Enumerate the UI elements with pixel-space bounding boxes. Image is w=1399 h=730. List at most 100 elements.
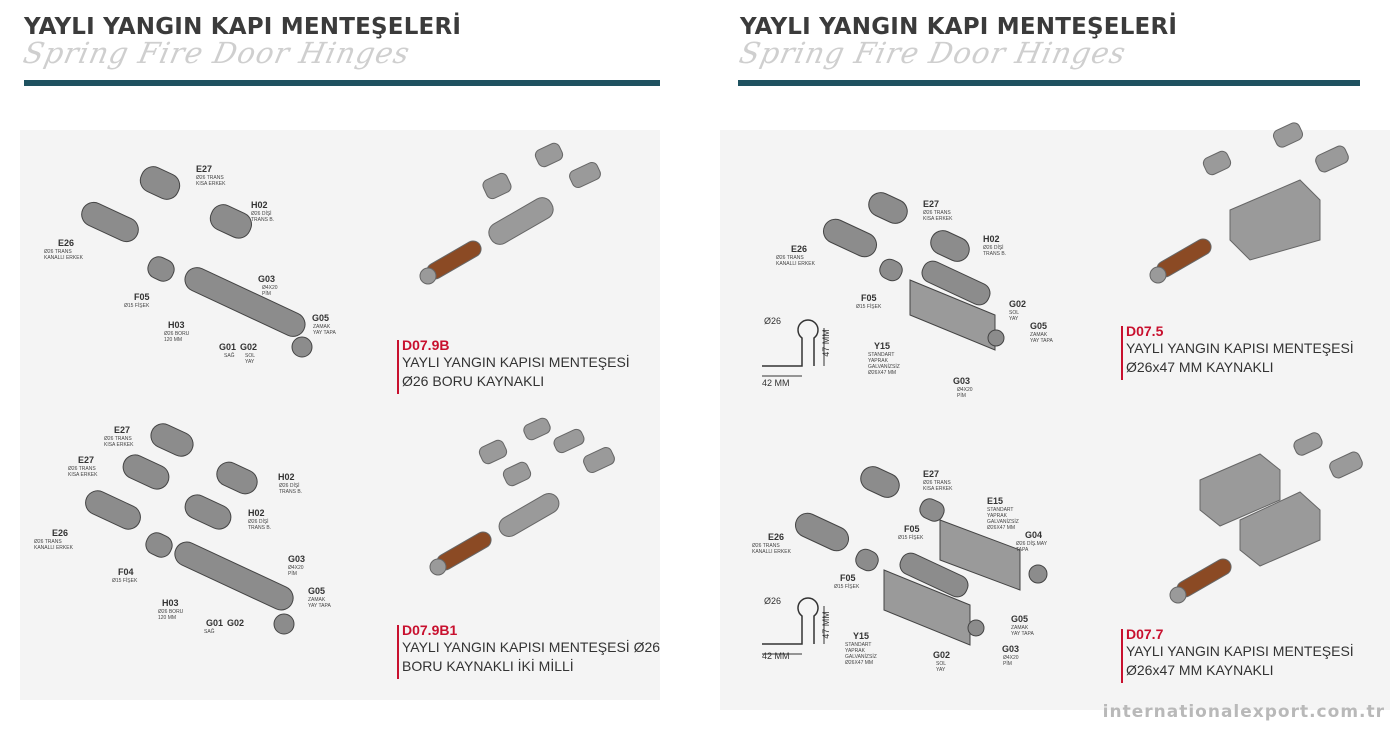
part-sub-e26-2: Ø26 TRANS KANALLI ERKEK bbox=[34, 539, 73, 551]
product-d079b1: D07.9B1 YAYLI YANGIN KAPISI MENTEŞESİ Ø2… bbox=[397, 622, 661, 679]
part-sub-e26-r2: Ø26 TRANS KANALLI ERKEK bbox=[752, 543, 791, 555]
part-label-h02-r1: H02 bbox=[983, 234, 1000, 244]
exploded-diagram-d075 bbox=[822, 192, 1005, 351]
part-sub-g05: ZAMAK YAY TAPA bbox=[313, 324, 336, 336]
part-sub-g03-r2: Ø4X20 PİM bbox=[1003, 655, 1019, 667]
right-page: YAYLI YANGIN KAPI MENTEŞELERİ Spring Fir… bbox=[700, 0, 1399, 730]
part-sub-h03-2: Ø26 BORU 120 MM bbox=[158, 609, 184, 621]
part-sub-g01: SAĞ bbox=[224, 353, 235, 359]
dimension-sketch-1 bbox=[762, 319, 825, 377]
part-label-y15-r2: Y15 bbox=[853, 631, 870, 641]
part-sub-g02-r1: SOL YAY bbox=[1009, 310, 1020, 322]
part-label-f05: F05 bbox=[134, 292, 150, 302]
part-sub-y15-r1: STANDART YAPRAK GALVANİZSİZ Ø26X47 MM bbox=[868, 352, 900, 376]
dim-height-2: 47 MM bbox=[820, 611, 831, 639]
product-code: D07.9B bbox=[402, 337, 450, 353]
part-label-e27-r1: E27 bbox=[923, 199, 940, 209]
part-sub-e27-3: Ø26 TRANS KISA ERKEK bbox=[68, 466, 98, 478]
part-sub-g01-2: SAĞ bbox=[204, 629, 215, 635]
header-rule bbox=[24, 80, 660, 86]
part-sub-g05-r2: ZAMAK YAY TAPA bbox=[1011, 625, 1034, 637]
product-d075: D07.5 YAYLI YANGIN KAPISI MENTEŞESİ Ø26x… bbox=[1121, 323, 1354, 380]
product-code: D07.5 bbox=[1126, 323, 1164, 339]
left-page: YAYLI YANGIN KAPI MENTEŞELERİ Spring Fir… bbox=[0, 0, 699, 730]
dim-height: 47 MM bbox=[820, 329, 831, 357]
part-sub-g02-r2: SOL YAY bbox=[936, 661, 947, 673]
part-sub-e27-r1: Ø26 TRANS KISA ERKEK bbox=[923, 210, 953, 222]
part-sub-g02: SOL YAY bbox=[245, 353, 256, 365]
part-sub-g05-r1: ZAMAK YAY TAPA bbox=[1030, 332, 1053, 344]
product-photo-d077 bbox=[1169, 432, 1363, 604]
product-code: D07.9B1 bbox=[402, 622, 458, 638]
part-label-g01-2: G01 bbox=[206, 618, 224, 628]
part-label-f05-r2b: F05 bbox=[840, 573, 856, 583]
part-label-g01: G01 bbox=[219, 342, 237, 352]
part-label-e15-r2: E15 bbox=[987, 496, 1004, 506]
part-sub-h02-3: Ø26 DİŞİ TRANS B. bbox=[248, 519, 272, 531]
accent-bar bbox=[397, 340, 399, 394]
part-sub-g03-r1: Ø4X20 PİM bbox=[957, 387, 973, 399]
page-subtitle: Spring Fire Door Hinges bbox=[736, 36, 1130, 70]
part-label-g05-r1: G05 bbox=[1030, 321, 1048, 331]
product-description: YAYLI YANGIN KAPISI MENTEŞESİ Ø26x47 MM … bbox=[1126, 340, 1354, 375]
part-label-g04-r2: G04 bbox=[1025, 530, 1043, 540]
product-description: YAYLI YANGIN KAPISI MENTEŞESİ Ø26 BORU K… bbox=[402, 354, 630, 389]
part-label-h02-2: H02 bbox=[278, 472, 295, 482]
product-d079b: D07.9B YAYLI YANGIN KAPISI MENTEŞESİ Ø26… bbox=[397, 337, 630, 394]
part-sub-g03-2: Ø4X20 PİM bbox=[288, 565, 304, 577]
product-description: YAYLI YANGIN KAPISI MENTEŞESİ Ø26 BORU K… bbox=[402, 639, 661, 674]
part-sub-e27-r2: Ø26 TRANS KISA ERKEK bbox=[923, 480, 953, 492]
part-sub-y15-r2: STANDART YAPRAK GALVANİZSİZ Ø26X47 MM bbox=[845, 642, 877, 666]
part-sub-e27: Ø26 TRANS KISA ERKEK bbox=[196, 175, 226, 187]
part-sub-h02: Ø26 DİŞİ TRANS B. bbox=[251, 211, 275, 223]
part-label-e27-2: E27 bbox=[114, 425, 131, 435]
part-label-g03-2: G03 bbox=[288, 554, 306, 564]
part-label-e26-r2: E26 bbox=[768, 532, 785, 542]
part-sub-e26: Ø26 TRANS KANALLI ERKEK bbox=[44, 249, 83, 261]
part-label-f04: F04 bbox=[118, 567, 134, 577]
part-label-e26: E26 bbox=[58, 238, 75, 248]
part-sub-e27-2: Ø26 TRANS KISA ERKEK bbox=[104, 436, 134, 448]
page-subtitle: Spring Fire Door Hinges bbox=[20, 36, 414, 70]
part-label-g05: G05 bbox=[312, 313, 330, 323]
part-label-g03-r1: G03 bbox=[953, 376, 971, 386]
part-label-f05-r2a: F05 bbox=[904, 524, 920, 534]
product-photo-d079b1 bbox=[429, 417, 615, 576]
part-label-g03: G03 bbox=[258, 274, 276, 284]
part-sub-g04-r2: Ø26 DİŞ.MAY TAPA bbox=[1016, 541, 1048, 553]
product-description: YAYLI YANGIN KAPISI MENTEŞESİ Ø26x47 MM … bbox=[1126, 643, 1354, 678]
product-photo-d075 bbox=[1149, 122, 1349, 284]
part-label-e26-r1: E26 bbox=[791, 244, 808, 254]
part-sub-f05: Ø15 FİŞEK bbox=[124, 303, 150, 309]
exploded-diagram-d079b1 bbox=[85, 423, 295, 635]
part-sub-h02-r1: Ø26 DİŞİ TRANS B. bbox=[983, 245, 1007, 257]
part-label-e27-3: E27 bbox=[78, 455, 95, 465]
part-label-h03: H03 bbox=[168, 320, 185, 330]
product-d077: D07.7 YAYLI YANGIN KAPISI MENTEŞESİ Ø26x… bbox=[1121, 626, 1354, 683]
dim-width-2: 42 MM bbox=[762, 651, 790, 661]
part-sub-g05-2: ZAMAK YAY TAPA bbox=[308, 597, 331, 609]
part-sub-f04: Ø15 FİŞEK bbox=[112, 578, 138, 584]
accent-bar bbox=[397, 625, 399, 679]
part-label-g02: G02 bbox=[240, 342, 258, 352]
dim-width: 42 MM bbox=[762, 378, 790, 388]
part-sub-e15-r2: STANDART YAPRAK GALVANİZSİZ Ø26X47 MM bbox=[987, 507, 1019, 531]
product-photo-d079b bbox=[419, 142, 601, 285]
part-sub-h03: Ø26 BORU 120 MM bbox=[164, 331, 190, 343]
part-sub-f05-r2a: Ø15 FİŞEK bbox=[898, 535, 924, 541]
page-title: YAYLI YANGIN KAPI MENTEŞELERİ bbox=[740, 14, 1178, 40]
accent-bar bbox=[1121, 629, 1123, 683]
watermark-text: internationalexport.com.tr bbox=[1102, 702, 1385, 722]
part-label-y15-r1: Y15 bbox=[874, 341, 891, 351]
exploded-diagram-d077 bbox=[794, 466, 1048, 646]
part-label-e26-2: E26 bbox=[52, 528, 69, 538]
dimension-sketch-2 bbox=[762, 597, 825, 655]
part-sub-e26-r1: Ø26 TRANS KANALLI ERKEK bbox=[776, 255, 815, 267]
part-label-g05-2: G05 bbox=[308, 586, 326, 596]
dim-diameter-2: Ø26 bbox=[764, 596, 782, 606]
page-title: YAYLI YANGIN KAPI MENTEŞELERİ bbox=[24, 14, 462, 40]
part-label-h02-3: H02 bbox=[248, 508, 265, 518]
part-sub-f05-r1: Ø15 FİŞEK bbox=[856, 304, 882, 310]
part-label-g02-r1: G02 bbox=[1009, 299, 1027, 309]
part-label-f05-r1: F05 bbox=[861, 293, 877, 303]
